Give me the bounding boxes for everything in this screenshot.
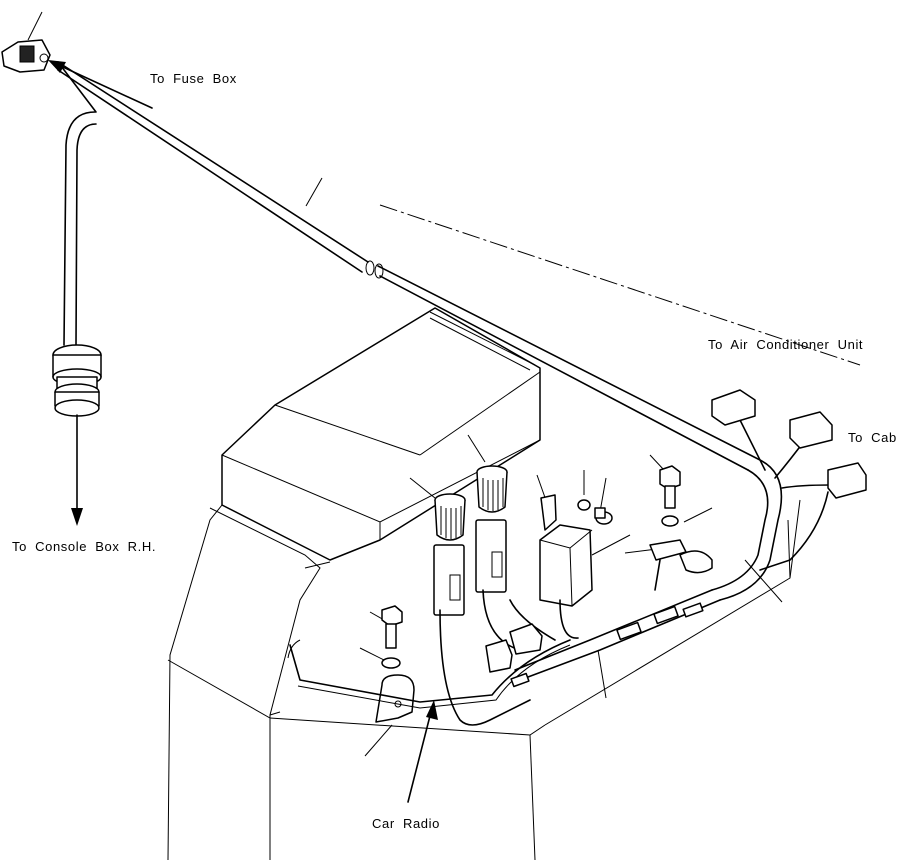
console-harness: [57, 61, 97, 346]
arrows: [48, 60, 438, 803]
fuse-box-connector: [1, 11, 51, 73]
label-car-radio: Car Radio: [372, 816, 440, 831]
label-to-air-conditioner-unit: To Air Conditioner Unit: [708, 337, 864, 352]
console-body: [167, 204, 861, 861]
grommet: [52, 344, 102, 417]
label-to-cab: To Cab: [848, 430, 897, 445]
label-to-console-box: To Console Box R.H.: [12, 539, 157, 554]
switch-left: [433, 493, 466, 616]
bolts-washers: [381, 465, 687, 669]
connectors: [485, 389, 867, 688]
upper-box: [221, 307, 541, 561]
switch-right: [475, 465, 508, 593]
label-to-fuse-box: To Fuse Box: [150, 71, 237, 86]
relay: [539, 494, 593, 607]
leader-lines: [305, 177, 783, 757]
harness-clamp: [375, 674, 415, 723]
main-harness: [57, 61, 783, 681]
